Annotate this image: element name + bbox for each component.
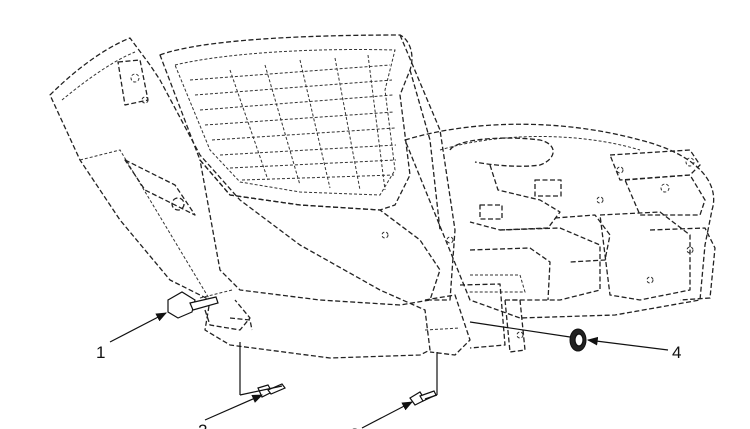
callout-3: 3 bbox=[350, 425, 359, 429]
leader-line-3 bbox=[361, 401, 413, 429]
leader-line-2 bbox=[204, 394, 263, 421]
callout-1: 1 bbox=[96, 343, 105, 362]
knob-bolt-part-1 bbox=[167, 289, 233, 319]
leader-lines bbox=[109, 312, 669, 429]
leader-line-4 bbox=[586, 336, 669, 351]
leader-line-1 bbox=[109, 312, 167, 343]
callout-4: 4 bbox=[672, 343, 681, 362]
carriage-bolt-part-3 bbox=[409, 390, 438, 406]
fender-panel bbox=[49, 37, 471, 395]
seat bbox=[159, 34, 456, 306]
callout-2: 2 bbox=[198, 421, 207, 429]
mower-deck-frame bbox=[404, 123, 716, 353]
spacer-nut-part-4 bbox=[469, 321, 587, 352]
carriage-bolt-part-2 bbox=[239, 383, 286, 398]
